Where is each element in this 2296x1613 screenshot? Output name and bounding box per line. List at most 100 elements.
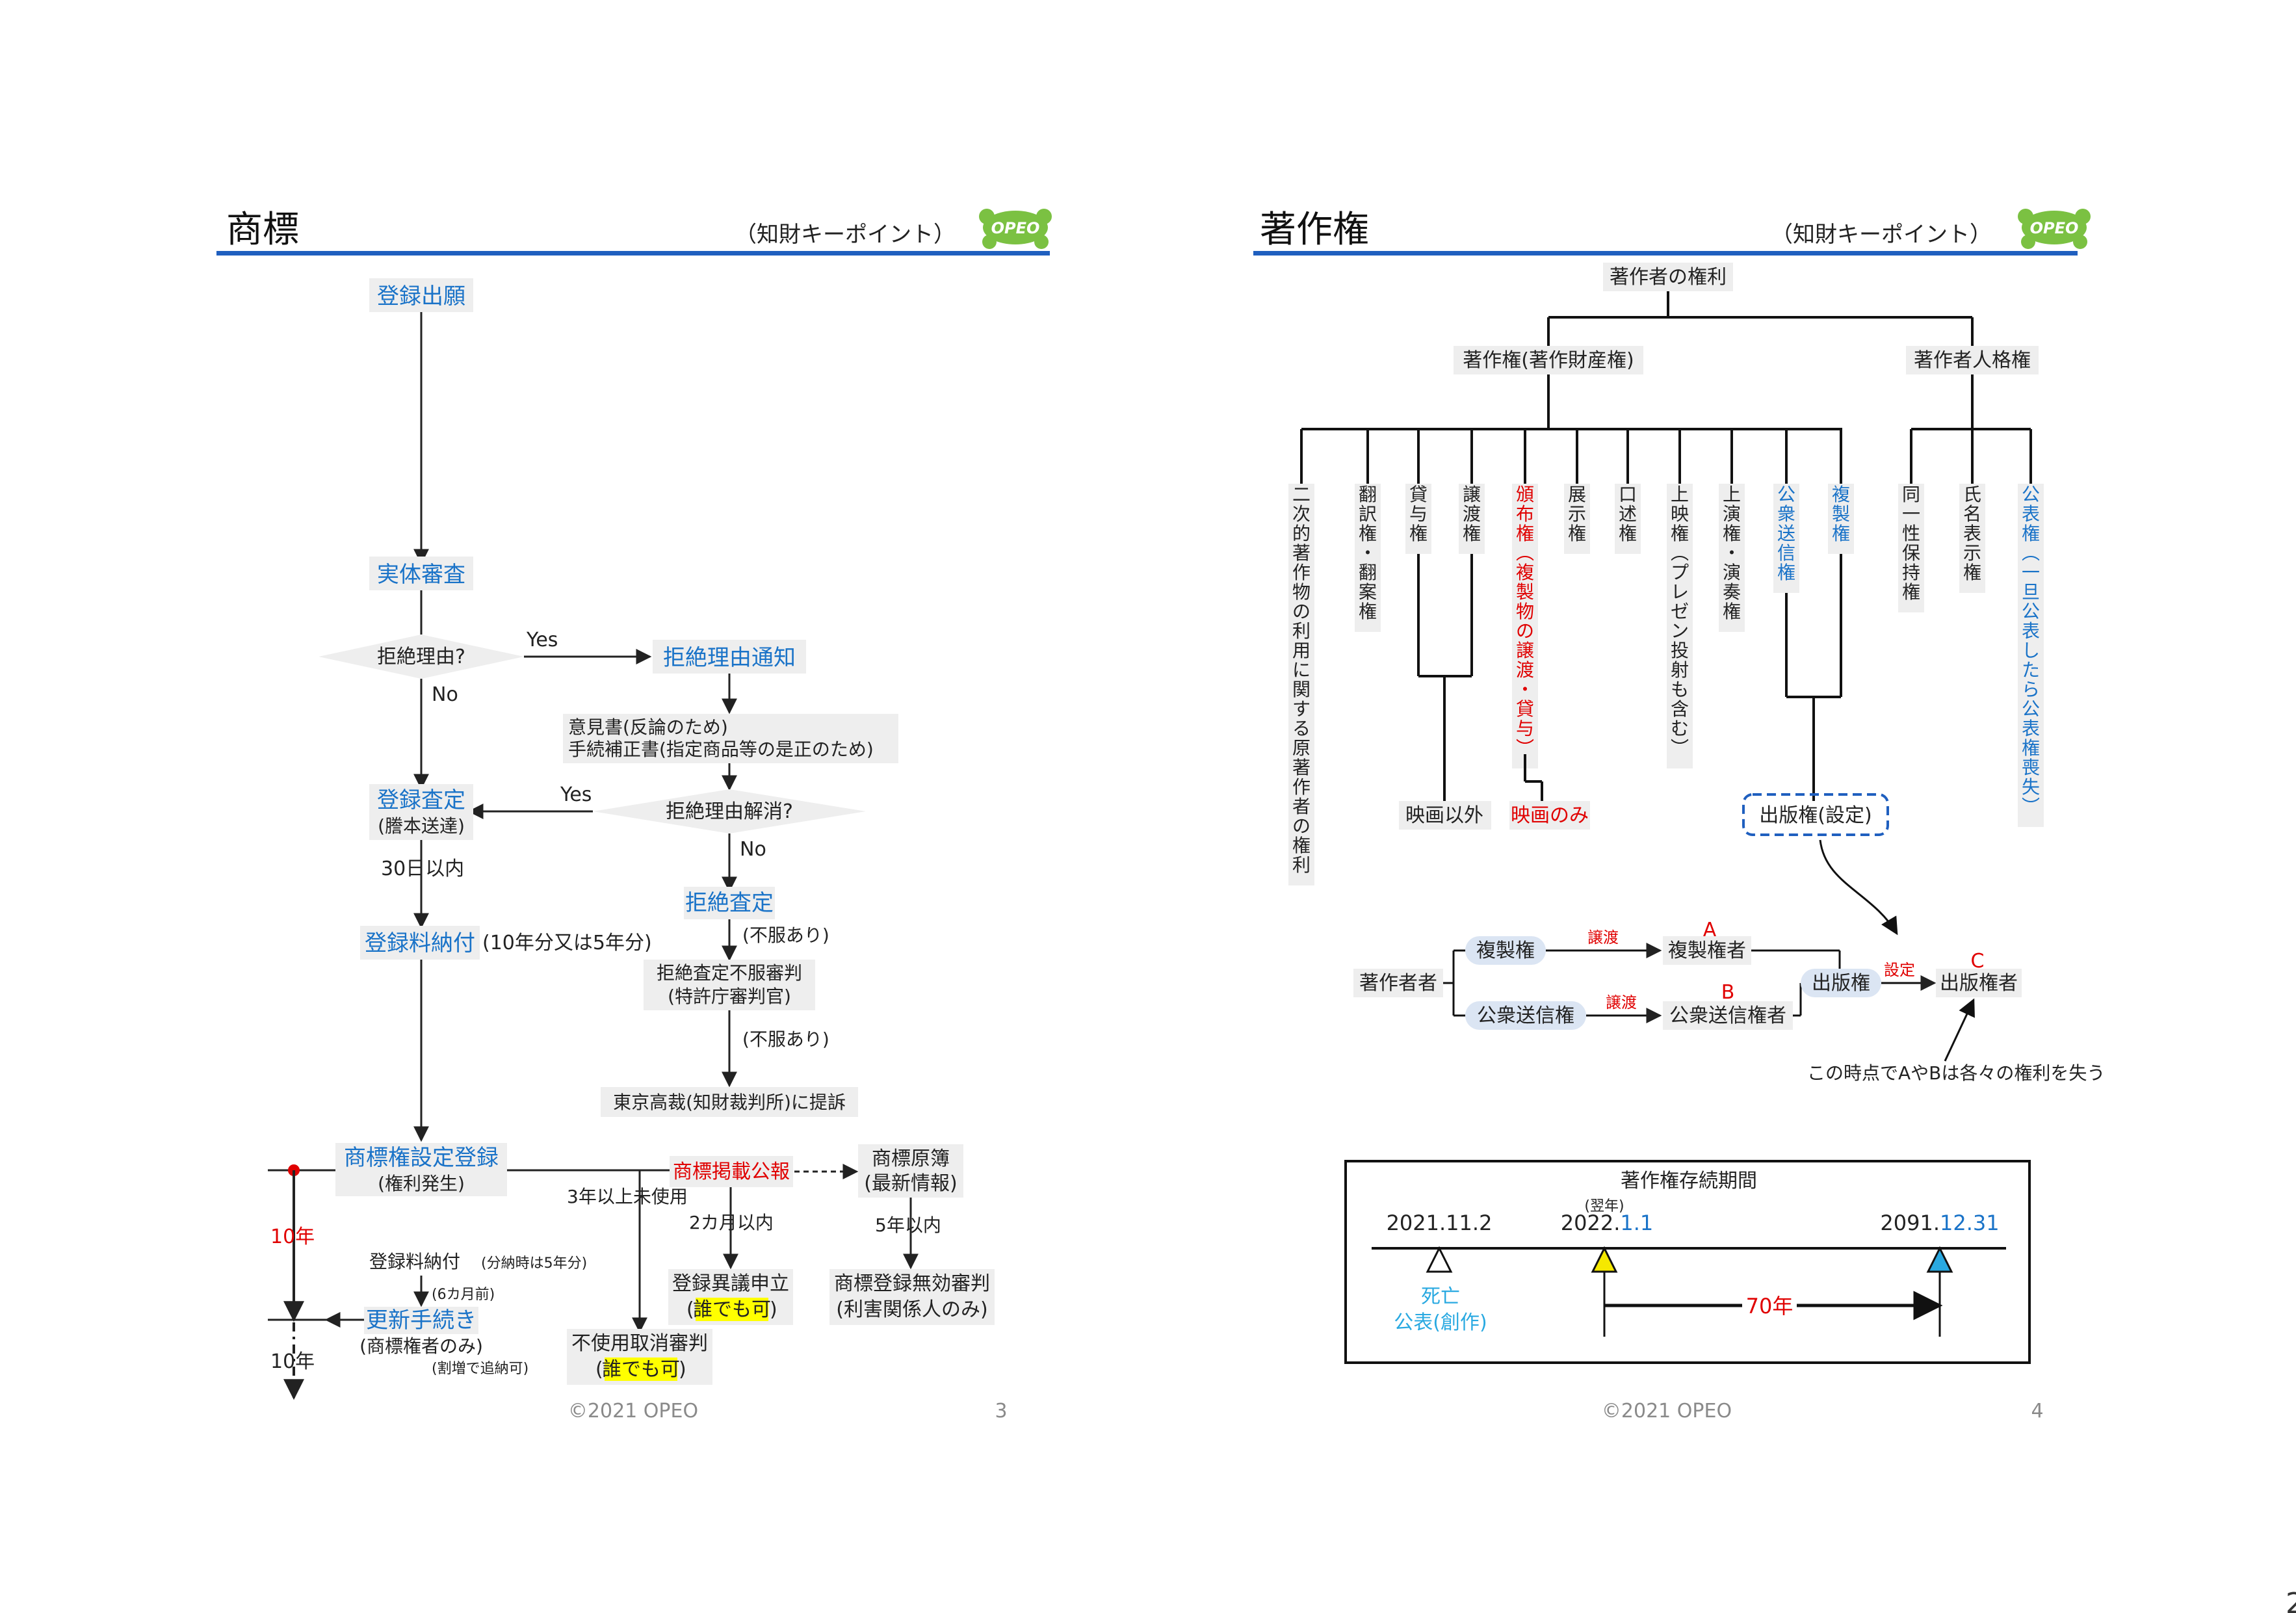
label-movie-other: 映画以外 xyxy=(1405,804,1483,827)
right-header-rule xyxy=(1253,251,2078,256)
right-column-bg xyxy=(1564,484,1590,554)
node-appeal1: 拒絶査定不服審判 xyxy=(657,962,802,984)
node-fee-note: (10年分又は5年分) xyxy=(482,932,652,954)
node-exam: 実体審査 xyxy=(377,562,465,588)
node-court: 東京高裁(知財裁判所)に提訴 xyxy=(613,1092,846,1113)
publish-right-dashed-box xyxy=(1742,793,1889,836)
node-reason: 拒絶理由? xyxy=(377,646,465,668)
label-6months: (6カ月前) xyxy=(432,1287,495,1303)
right-item: 上映権︵プレゼン投射も含む︶ xyxy=(1671,484,1689,759)
node-resolved: 拒絶理由解消? xyxy=(666,800,793,823)
left-header-rule xyxy=(216,251,1050,256)
right-column-bg xyxy=(1405,484,1431,554)
right-logo-text: OPEO xyxy=(2030,219,2079,237)
node-notice: 拒絶理由通知 xyxy=(663,645,796,671)
paren-l-2: ( xyxy=(595,1358,603,1381)
period-title: 著作権存続期間 xyxy=(1621,1170,1757,1192)
rights-columns: 二次的著作物の利用に関する原著作者の権利翻訳権・翻案権貸与権譲渡権頒布権︵複製物… xyxy=(1288,429,2044,885)
right-page-number: 4 xyxy=(2031,1400,2043,1423)
flow-a: A xyxy=(1703,919,1717,941)
right-item: 複製権 xyxy=(1832,484,1850,544)
node-invalid-sub: (利害関係人のみ) xyxy=(836,1298,987,1321)
right-subtitle: （知財キーポイント） xyxy=(1771,222,1992,248)
right-item: 公表権︵一旦公表したら公表権喪失︶ xyxy=(2022,484,2040,817)
flow-pubtrans-holder: 公衆送信権者 xyxy=(1669,1004,1786,1027)
node-anyone-1: 誰でも可 xyxy=(693,1298,771,1321)
right-column-bg xyxy=(1719,484,1745,632)
left-page-number: 3 xyxy=(995,1400,1007,1423)
node-publish: 商標掲載公報 xyxy=(673,1161,790,1183)
right-column-bg xyxy=(1615,484,1641,554)
left-subtitle: （知財キーポイント） xyxy=(735,222,956,248)
label-fufuku1: (不服あり) xyxy=(742,925,829,946)
tree-root: 著作者の権利 xyxy=(1610,266,1727,289)
right-column-bg xyxy=(1828,484,1854,554)
flow-transfer2: 譲渡 xyxy=(1606,993,1637,1012)
label-publish-right: 出版権(設定) xyxy=(1759,804,1872,827)
node-setreg: 商標権設定登録 xyxy=(344,1145,499,1171)
period-d2-year: 2022. xyxy=(1561,1211,1621,1235)
period-d2: 2022.1.1 xyxy=(1561,1211,1654,1235)
period-d1: 2021.11.2 xyxy=(1387,1211,1493,1235)
right-column-bg xyxy=(1355,484,1381,632)
flow-repro: 複製権 xyxy=(1476,939,1535,962)
flow-c: C xyxy=(1971,950,1985,973)
left-footer: ©2021 OPEO xyxy=(568,1400,698,1423)
node-reject: 拒絶査定 xyxy=(685,890,774,916)
label-2months: 2カ月以内 xyxy=(689,1212,774,1233)
period-d3: 2091.12.31 xyxy=(1880,1211,1999,1235)
left-title: 商標 xyxy=(226,209,299,251)
right-column-bg xyxy=(1898,484,1924,612)
right-column-bg xyxy=(1959,484,1985,593)
left-logo-text: OPEO xyxy=(991,219,1040,237)
right-item: 展示権 xyxy=(1568,484,1586,544)
right-column-bg xyxy=(1667,484,1693,768)
right-item: 口述権 xyxy=(1619,484,1637,544)
label-unused: 3年以上未使用 xyxy=(567,1186,688,1207)
paren-l-1: ( xyxy=(686,1298,694,1321)
left-opeo-logo: OPEO xyxy=(979,209,1052,249)
node-appeal2: (特許庁審判官) xyxy=(668,986,791,1007)
flow-pubtrans: 公衆送信権 xyxy=(1477,1004,1574,1027)
flow-pub-right: 出版権 xyxy=(1812,972,1870,995)
label-no1: No xyxy=(432,683,458,706)
right-opeo-logo: OPEO xyxy=(2018,209,2091,249)
left-slide: 商標 （知財キーポイント） OPEO 登録出願 実体審査 拒絶理由? Yes N… xyxy=(216,209,1052,1423)
node-opinion2: 手続補正書(指定商品等の是正のため) xyxy=(568,739,874,760)
node-grant-sub: (謄本送達) xyxy=(378,815,465,837)
copyright-period-box: 著作権存続期間 2021.11.2 (翌年) 2022.1.1 2091.12.… xyxy=(1344,1160,2031,1364)
node-registry: 商標原簿 xyxy=(872,1147,950,1170)
marker-death xyxy=(1426,1246,1453,1273)
flow-repro-holder: 複製権者 xyxy=(1668,939,1746,962)
label-extra: (割増で追納可) xyxy=(432,1361,528,1377)
period-d3-year: 2091. xyxy=(1880,1211,1940,1235)
right-column-bg xyxy=(1288,484,1314,885)
label-no2: No xyxy=(740,838,766,861)
right-item: 譲渡権 xyxy=(1463,484,1481,544)
period-death: 死亡 xyxy=(1421,1285,1460,1308)
node-objection: 登録異議申立 xyxy=(672,1272,789,1295)
corner-mark: 2 xyxy=(2286,1587,2296,1613)
decision-reason xyxy=(319,635,524,679)
node-fee: 登録料納付 xyxy=(365,930,475,956)
node-apply: 登録出願 xyxy=(377,283,465,309)
period-70years: 70年 xyxy=(1746,1294,1794,1318)
node-cancel: 不使用取消審判 xyxy=(571,1332,708,1355)
node-invalid: 商標登録無効審判 xyxy=(834,1272,990,1295)
flow-transfer1: 譲渡 xyxy=(1587,928,1619,947)
node-fee2: 登録料納付 xyxy=(369,1251,460,1272)
right-footer: ©2021 OPEO xyxy=(1602,1400,1732,1423)
right-item: 貸与権 xyxy=(1409,484,1428,544)
right-column-bg xyxy=(1459,484,1485,554)
label-fufuku2: (不服あり) xyxy=(742,1029,829,1050)
right-item: 二次的著作物の利用に関する原著作者の権利 xyxy=(1292,484,1311,876)
right-item: 翻訳権・翻案権 xyxy=(1359,484,1377,622)
label-10years-2: 10年 xyxy=(270,1350,315,1373)
right-column-bg xyxy=(1512,484,1538,768)
flow-b: B xyxy=(1721,981,1735,1004)
node-registry-sub: (最新情報) xyxy=(864,1172,957,1195)
node-opinion1: 意見書(反論のため) xyxy=(568,716,728,738)
right-title: 著作権 xyxy=(1260,209,1369,251)
paren-r-2: ) xyxy=(679,1358,686,1381)
